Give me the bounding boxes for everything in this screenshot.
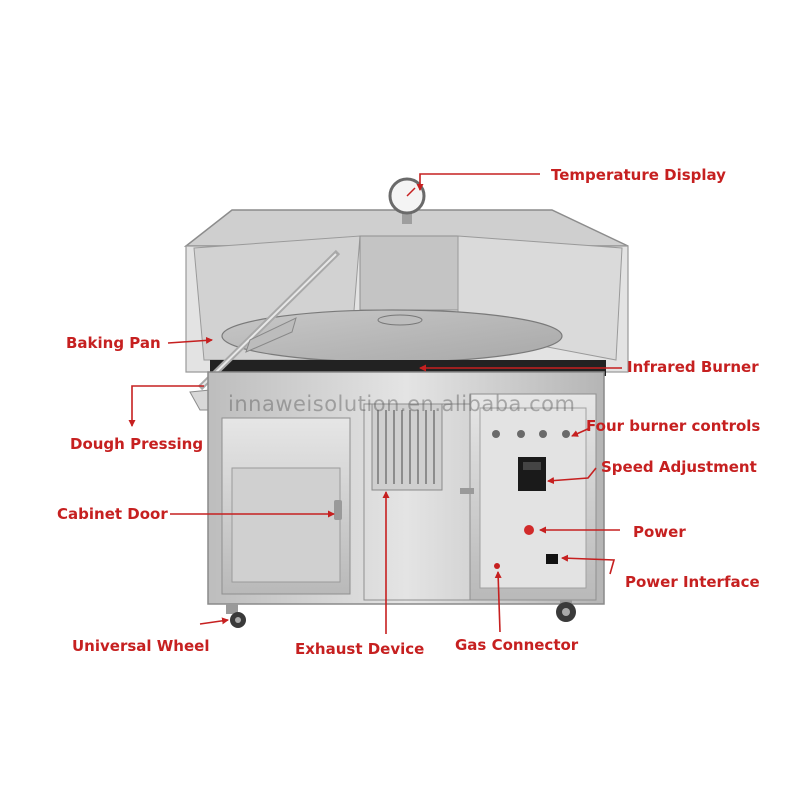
arrow-speed-adjustment [547, 467, 597, 485]
speed-controller [518, 457, 546, 491]
label-dough-pressing: Dough Pressing [70, 435, 204, 453]
arrow-power-interface [561, 554, 616, 575]
arrow-baking-pan [167, 336, 213, 344]
label-infrared-burner: Infrared Burner [627, 358, 759, 376]
watermark: innaweisolution.en.alibaba.com [228, 392, 576, 416]
label-power-interface: Power Interface [625, 573, 760, 591]
arrow-universal-wheel [199, 617, 229, 625]
dough-press-arm [197, 249, 341, 391]
temperature-gauge [388, 177, 426, 224]
gas-connector [494, 563, 500, 569]
power-socket [546, 554, 558, 564]
callout-arrows [128, 173, 622, 634]
label-four-burner-controls: Four burner controls [586, 417, 761, 435]
label-universal-wheel: Universal Wheel [72, 637, 210, 655]
label-speed-adjustment: Speed Adjustment [601, 458, 757, 476]
label-gas-connector: Gas Connector [455, 636, 579, 654]
arrow-gas-connector [494, 571, 502, 633]
power-button [524, 525, 534, 535]
arrow-dough-pressing [128, 385, 204, 427]
label-baking-pan: Baking Pan [66, 334, 161, 352]
label-cabinet-door: Cabinet Door [57, 505, 168, 523]
wheels [226, 600, 576, 628]
burner-controls [492, 430, 570, 438]
arrow-temperature-display [416, 173, 540, 191]
label-temperature-display: Temperature Display [551, 166, 726, 184]
label-exhaust-device: Exhaust Device [295, 640, 425, 658]
label-power: Power [633, 523, 686, 541]
arrow-four-burner-controls [571, 427, 591, 437]
